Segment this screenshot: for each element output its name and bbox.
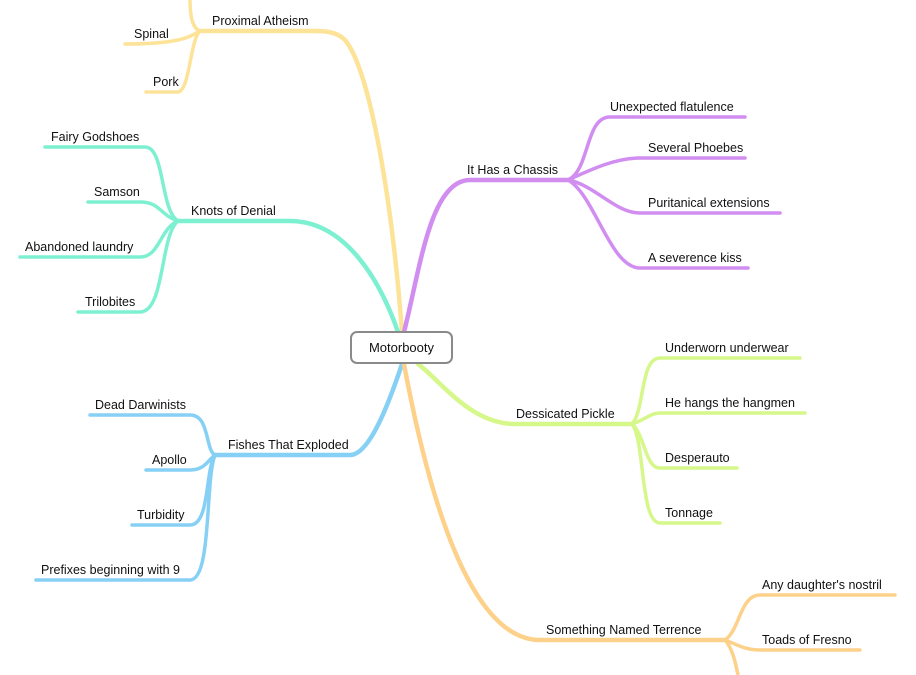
connector-center-to-proximal-atheism <box>197 28 405 335</box>
connector-to-underworn-underwear <box>630 356 802 426</box>
subtopic-underworn-underwear[interactable]: Underworn underwear <box>665 341 789 355</box>
connector-to-prefixes-beginning-with-9 <box>34 453 217 582</box>
subtopic-fairy-godshoes[interactable]: Fairy Godshoes <box>51 130 140 144</box>
connector-to-he-hangs-the-hangmen <box>630 411 807 426</box>
subtopic-abandoned-laundry[interactable]: Abandoned laundry <box>25 240 134 254</box>
connector-center-to-it-has-a-chassis <box>401 177 571 335</box>
subtopic-he-hangs-the-hangmen[interactable]: He hangs the hangmen <box>665 396 795 410</box>
branch-connectors-something-named-terrence <box>401 361 897 675</box>
connector-to-offscreen-top <box>188 0 202 33</box>
connector-to-abandoned-laundry <box>18 219 180 259</box>
connector-to-pork <box>144 29 202 94</box>
subtopic-dead-darwinists[interactable]: Dead Darwinists <box>95 398 187 412</box>
subtopic-a-severence-kiss[interactable]: A severence kiss <box>648 251 742 265</box>
connector-to-offscreen-bottom <box>723 638 740 675</box>
topic-it-has-a-chassis[interactable]: It Has a Chassis <box>467 163 559 177</box>
central-topic-node[interactable]: Motorbooty <box>350 331 453 364</box>
connector-to-a-severence-kiss <box>566 178 750 270</box>
subtopic-unexpected-flatulence[interactable]: Unexpected flatulence <box>610 100 734 114</box>
subtopic-spinal[interactable]: Spinal <box>134 27 169 41</box>
connector-center-to-something-named-terrence <box>401 361 728 643</box>
subtopic-trilobites[interactable]: Trilobites <box>85 295 136 309</box>
connector-to-toads-of-fresno <box>723 638 862 652</box>
branch-connectors-it-has-a-chassis <box>401 115 782 335</box>
branch-connectors-knots-of-denial <box>18 145 401 335</box>
subtopic-pork[interactable]: Pork <box>153 75 179 89</box>
topic-knots-of-denial[interactable]: Knots of Denial <box>191 204 276 218</box>
connector-to-tonnage <box>630 422 722 525</box>
connector-to-unexpected-flatulence <box>566 115 747 182</box>
connector-to-fairy-godshoes <box>43 145 180 223</box>
subtopic-tonnage[interactable]: Tonnage <box>665 506 713 520</box>
branch-connectors-dessicated-pickle <box>415 356 807 525</box>
topic-something-named-terrence[interactable]: Something Named Terrence <box>546 623 702 637</box>
connector-center-to-dessicated-pickle <box>415 361 635 427</box>
connector-to-dead-darwinists <box>88 413 217 457</box>
subtopic-desperauto[interactable]: Desperauto <box>665 451 730 465</box>
connector-to-several-phoebes <box>566 156 747 182</box>
central-topic-label: Motorbooty <box>368 340 435 355</box>
subtopic-several-phoebes[interactable]: Several Phoebes <box>648 141 744 155</box>
subtopic-puritanical-extensions[interactable]: Puritanical extensions <box>648 196 770 210</box>
subtopic-any-daughters-nostril[interactable]: Any daughter's nostril <box>762 578 882 592</box>
connector-to-any-daughters-nostril <box>723 593 897 642</box>
subtopic-prefixes-beginning-with-9[interactable]: Prefixes beginning with 9 <box>41 563 180 577</box>
connector-center-to-knots-of-denial <box>175 218 401 335</box>
connector-center-to-fishes-that-exploded <box>212 361 405 458</box>
connector-to-samson <box>86 200 180 223</box>
subtopic-apollo[interactable]: Apollo <box>152 453 187 467</box>
branch-connectors-fishes-that-exploded <box>34 361 405 582</box>
subtopic-turbidity[interactable]: Turbidity <box>137 508 185 522</box>
topic-proximal-atheism[interactable]: Proximal Atheism <box>212 14 309 28</box>
subtopic-samson[interactable]: Samson <box>94 185 140 199</box>
subtopic-toads-of-fresno[interactable]: Toads of Fresno <box>762 633 852 647</box>
branch-connectors-proximal-atheism <box>123 0 405 335</box>
topic-fishes-that-exploded[interactable]: Fishes That Exploded <box>228 438 349 452</box>
connector-to-puritanical-extensions <box>566 178 782 215</box>
topic-dessicated-pickle[interactable]: Dessicated Pickle <box>516 407 615 421</box>
connector-to-trilobites <box>76 219 180 314</box>
